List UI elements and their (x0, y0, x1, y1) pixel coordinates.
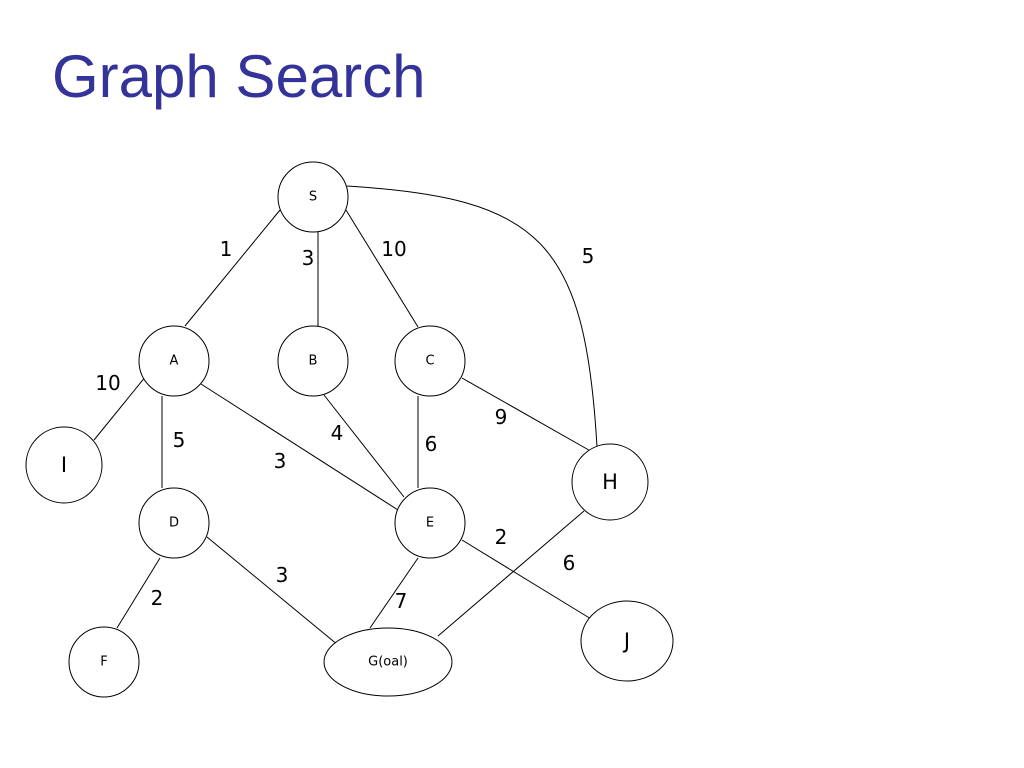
edge-s-c (345, 209, 419, 328)
node-d-circle (138, 487, 210, 559)
node-j: J (580, 600, 674, 682)
edge-e-g (369, 557, 419, 629)
node-g-circle (323, 627, 453, 697)
node-c-circle (394, 325, 466, 397)
edge-weight-e-g: 7 (395, 589, 408, 613)
node-g-label: G(oal) (368, 655, 408, 670)
edge-a-i (93, 375, 147, 441)
node-i-label: I (61, 453, 67, 477)
node-i-circle (25, 426, 103, 504)
node-f-circle (68, 626, 140, 698)
edge-weight-e-j: 2 (495, 525, 508, 549)
edge-weight-a-e: 3 (274, 449, 287, 473)
node-c-label: C (425, 354, 434, 369)
edges-layer (93, 185, 598, 651)
node-j-label: J (622, 629, 630, 653)
edge-weight-a-d: 5 (173, 428, 186, 452)
node-s-circle (277, 161, 349, 233)
edge-weight-s-h: 5 (582, 244, 595, 268)
edge-h-g (437, 510, 585, 637)
node-a-label: A (170, 354, 179, 369)
edge-weight-d-g: 3 (276, 563, 289, 587)
node-c: C (394, 325, 466, 397)
edge-d-g (206, 536, 345, 651)
node-d-label: D (169, 516, 179, 531)
node-d: D (138, 487, 210, 559)
node-j-circle (580, 600, 674, 682)
edge-weight-h-g: 6 (563, 551, 576, 575)
node-f: F (68, 626, 140, 698)
edge-c-h (461, 377, 595, 454)
edge-weight-a-i: 10 (95, 371, 120, 395)
node-e-label: E (426, 516, 434, 531)
edge-weight-c-h: 9 (495, 405, 508, 429)
node-h-circle (571, 443, 649, 521)
edge-weight-s-a: 1 (220, 237, 233, 261)
node-s: S (277, 161, 349, 233)
edge-b-e (323, 394, 405, 498)
edge-e-j (461, 539, 597, 623)
node-h-label: H (602, 470, 618, 494)
node-i: I (25, 426, 103, 504)
edge-s-h (346, 185, 598, 448)
goal-node: G(oal) (323, 627, 453, 697)
node-b-label: B (309, 354, 318, 369)
node-s-label: S (309, 190, 317, 205)
edge-weights-layer: 1 3 10 5 10 5 3 4 6 9 2 3 7 2 6 (95, 237, 594, 613)
nodes-layer: S A B C D E F G(oal) H I J (25, 161, 674, 698)
edge-d-f (116, 557, 161, 629)
edge-s-a (184, 209, 281, 327)
node-h: H (571, 443, 649, 521)
node-e-circle (394, 487, 466, 559)
node-f-label: F (100, 655, 107, 670)
node-b-circle (277, 325, 349, 397)
edge-weight-s-c: 10 (381, 237, 406, 261)
edge-weight-b-e: 4 (331, 421, 344, 445)
edge-weight-s-b: 3 (302, 246, 315, 270)
edge-a-e (200, 383, 399, 511)
node-b: B (277, 325, 349, 397)
node-a-circle (138, 325, 210, 397)
slide-title: Graph Search (52, 43, 426, 110)
node-e: E (394, 487, 466, 559)
edge-weight-c-e: 6 (425, 432, 438, 456)
node-a: A (138, 325, 210, 397)
edge-weight-d-f: 2 (151, 586, 164, 610)
